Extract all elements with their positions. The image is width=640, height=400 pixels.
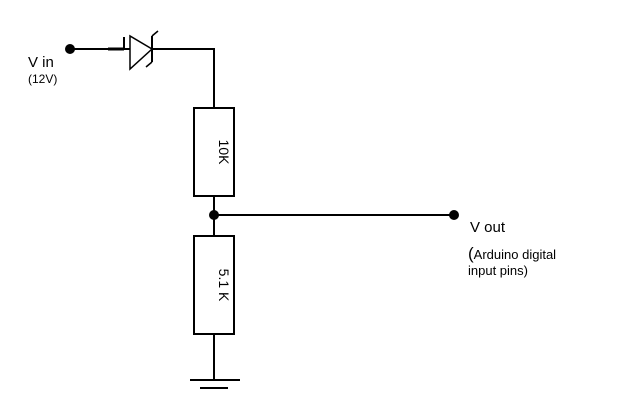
vout-terminal	[449, 210, 459, 220]
vout-note: (Arduino digital input pins)	[468, 244, 557, 279]
vout-note-line2: input pins)	[468, 263, 528, 278]
resistor-10k-label: 10K	[216, 140, 232, 166]
vin-voltage-label: (12V)	[28, 72, 58, 86]
vout-note-line1: Arduino digital	[473, 247, 557, 262]
ground-symbol	[190, 379, 240, 389]
vout-note-open-paren: (	[468, 244, 474, 263]
vin-terminal	[65, 44, 75, 54]
wire-diode-to-r-top	[152, 48, 215, 108]
vout-label: V out	[470, 219, 506, 236]
vin-label: V in	[28, 54, 54, 71]
junction-node	[209, 210, 219, 220]
resistor-5-1k-label: 5.1 K	[216, 269, 232, 302]
